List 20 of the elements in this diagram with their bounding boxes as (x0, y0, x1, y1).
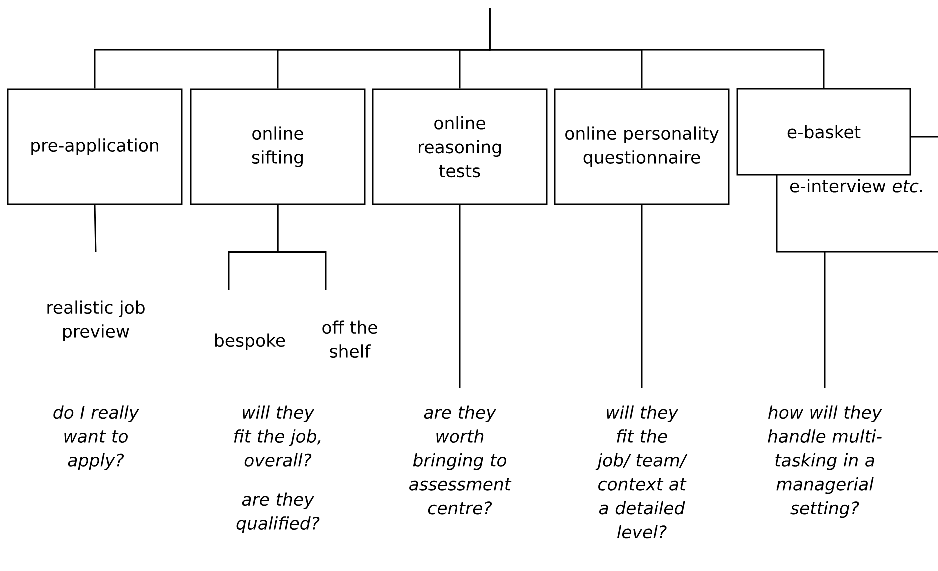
question-text: do I really want to apply? (54, 406, 140, 470)
connector-line (489, 8, 825, 88)
question-text: how will they handle multi-tasking in a managerial setting? (768, 406, 882, 518)
connector-line (641, 205, 643, 388)
process-box: pre-application (7, 88, 183, 206)
process-box: online personality questionnaire (554, 88, 730, 206)
question-text: will they fit the job/ team/ context at a detailed level? (596, 406, 688, 539)
branch-label: off the shelf (322, 320, 378, 358)
branch-label: realistic job preview (48, 300, 145, 342)
process-box: online reasoning tests (372, 88, 548, 206)
connector-line (277, 205, 327, 290)
process-box: e-basket (736, 88, 912, 176)
connector-line (94, 205, 97, 252)
connector-line (459, 205, 461, 388)
connector-line (824, 252, 826, 388)
branch-label: bespoke (216, 334, 286, 350)
question-text: will they fit the job, overall? (234, 406, 321, 467)
question-text: are they qualified? (236, 492, 320, 534)
question-text: are they worth bringing to assessment centre? (410, 406, 512, 515)
process-box: online sifting (190, 88, 366, 206)
